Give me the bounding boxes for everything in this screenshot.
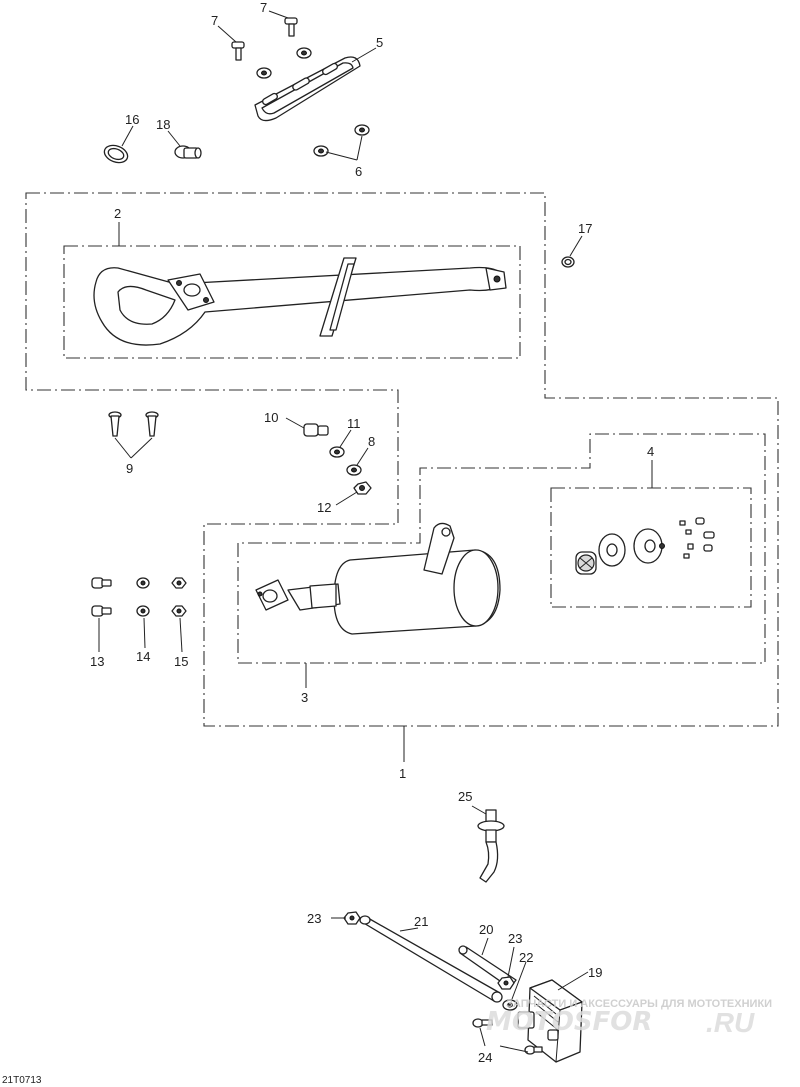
part-9-bolt-2[interactable] bbox=[145, 411, 159, 437]
watermark-domain: .RU bbox=[706, 1007, 755, 1038]
part-14-washer-1[interactable] bbox=[136, 577, 150, 589]
callout-5: 5 bbox=[376, 35, 383, 50]
part-9-bolt-1[interactable] bbox=[108, 411, 122, 437]
callout-12: 12 bbox=[317, 500, 331, 515]
part-5-heat-shield[interactable] bbox=[254, 56, 361, 122]
callout-11: 11 bbox=[347, 416, 361, 431]
callout-16: 16 bbox=[125, 112, 139, 127]
callout-6: 6 bbox=[355, 164, 362, 179]
watermark-logo: MOTOSFOR bbox=[486, 1007, 652, 1037]
callout-1: 1 bbox=[399, 766, 406, 781]
part-24-screw-2[interactable] bbox=[524, 1045, 543, 1055]
watermark-tagline: ЗАПЧАСТИ И АКСЕССУАРЫ ДЛЯ МОТОТЕХНИКИ bbox=[506, 998, 772, 1010]
part-15-nut-2[interactable] bbox=[171, 605, 187, 617]
site-watermark: ЗАПЧАСТИ И АКСЕССУАРЫ ДЛЯ МОТОТЕХНИКИ MO… bbox=[486, 998, 772, 1038]
leader-lines bbox=[98, 10, 653, 1053]
callout-23: 23 bbox=[508, 931, 522, 946]
part-7-screw-1[interactable] bbox=[231, 41, 245, 61]
callout-23: 23 bbox=[307, 911, 321, 926]
part-13-bolt-1[interactable] bbox=[91, 577, 112, 589]
part-13-bolt-2[interactable] bbox=[91, 605, 112, 617]
assembly-2-boundary bbox=[63, 245, 521, 359]
part-11-washer[interactable] bbox=[329, 446, 345, 458]
callout-labels: 7 7 5 16 18 6 2 17 10 11 8 9 12 4 13 14 … bbox=[90, 0, 654, 1065]
callout-13: 13 bbox=[90, 654, 104, 669]
part-15-nut-1[interactable] bbox=[171, 577, 187, 589]
callout-2: 2 bbox=[114, 206, 121, 221]
part-6-washer-1[interactable] bbox=[354, 124, 370, 136]
callout-18: 18 bbox=[156, 117, 170, 132]
part-25-breather[interactable] bbox=[477, 809, 505, 883]
callout-7: 7 bbox=[211, 13, 218, 28]
callout-25: 25 bbox=[458, 789, 472, 804]
part-7-screw-2[interactable] bbox=[284, 17, 298, 37]
callout-15: 15 bbox=[174, 654, 188, 669]
part-24-screw-1[interactable] bbox=[472, 1018, 493, 1028]
callout-17: 17 bbox=[578, 221, 592, 236]
part-16-ring[interactable] bbox=[102, 142, 130, 165]
part-17-ring[interactable] bbox=[561, 256, 575, 268]
assembly-3-boundary bbox=[237, 433, 766, 664]
assembly-4-boundary bbox=[550, 487, 752, 608]
svg-text:MOTOSFOR: MOTOSFOR bbox=[486, 1007, 652, 1037]
part-22-washer[interactable] bbox=[502, 999, 518, 1011]
part-5-washer-2[interactable] bbox=[296, 47, 312, 59]
assembly-1-boundary bbox=[25, 192, 779, 727]
part-2-exhaust-pipe[interactable] bbox=[93, 257, 507, 346]
part-14-washer-2[interactable] bbox=[136, 605, 150, 617]
callout-7: 7 bbox=[260, 0, 267, 15]
part-19-control-box[interactable] bbox=[517, 979, 583, 1063]
callout-24: 24 bbox=[478, 1050, 492, 1065]
callout-4: 4 bbox=[647, 444, 654, 459]
part-10-bolt[interactable] bbox=[303, 423, 329, 437]
callout-8: 8 bbox=[368, 434, 375, 449]
callout-14: 14 bbox=[136, 649, 150, 664]
callout-3: 3 bbox=[301, 690, 308, 705]
part-4-spark-arrestor[interactable] bbox=[575, 517, 715, 575]
part-23-nut-1[interactable] bbox=[343, 911, 361, 925]
part-5-washer-1[interactable] bbox=[256, 67, 272, 79]
callout-19: 19 bbox=[588, 965, 602, 980]
callout-20: 20 bbox=[479, 922, 493, 937]
callout-22: 22 bbox=[519, 950, 533, 965]
part-6-washer-2[interactable] bbox=[313, 145, 329, 157]
part-21-tube[interactable] bbox=[359, 915, 503, 1003]
callout-9: 9 bbox=[126, 461, 133, 476]
part-18-fitting[interactable] bbox=[174, 145, 202, 159]
drawing-number: 21T0713 bbox=[2, 1075, 42, 1086]
callout-10: 10 bbox=[264, 410, 278, 425]
part-23-nut-2[interactable] bbox=[497, 976, 515, 990]
part-8-washer[interactable] bbox=[346, 464, 362, 476]
callout-21: 21 bbox=[414, 914, 428, 929]
part-12-nut[interactable] bbox=[353, 481, 372, 495]
part-3-muffler[interactable] bbox=[255, 522, 501, 635]
